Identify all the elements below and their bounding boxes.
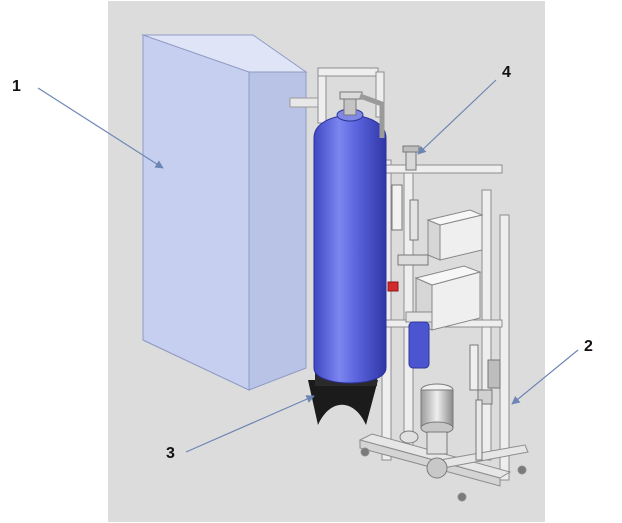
leader-line-1 xyxy=(37,87,164,169)
tank-pipe xyxy=(289,97,319,108)
instruments xyxy=(391,184,501,461)
storage-tank xyxy=(141,34,308,391)
cartridge-filter xyxy=(405,311,433,369)
leader-line-4 xyxy=(417,79,497,155)
pump-motor xyxy=(399,383,454,479)
leader-line-3 xyxy=(185,395,315,453)
callout-label-2: 2 xyxy=(584,338,593,355)
callout-leaders xyxy=(37,79,579,453)
callout-label-1: 1 xyxy=(12,78,21,95)
leader-line-2 xyxy=(511,349,579,405)
callout-label-3: 3 xyxy=(166,445,175,462)
pressure-vessel xyxy=(308,91,387,425)
red-valve xyxy=(387,281,399,292)
callout-label-4: 4 xyxy=(502,64,511,81)
